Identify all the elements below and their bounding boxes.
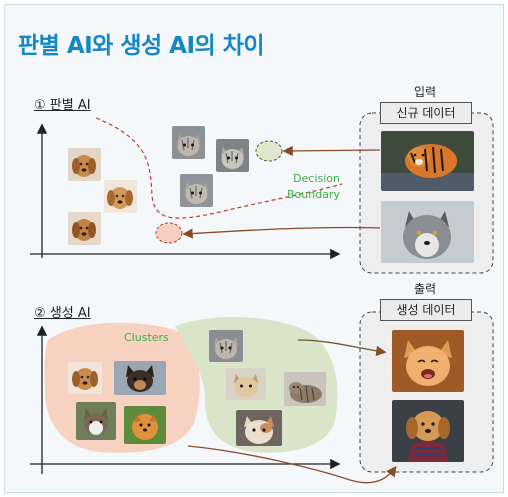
generative-section-label: ② 생성 AI [34,306,91,321]
wolf-arrow [182,226,381,239]
decision-boundary-label-line2: Boundary [287,188,340,201]
output-label: 출력 [414,282,437,296]
decision-boundary-label-line1: Decision [293,172,340,185]
kitten-photo [209,330,243,362]
wolf-photo [381,201,474,263]
tiger-photo [381,131,474,191]
puppy-photo [68,148,101,181]
input-label: 입력 [414,85,437,99]
tabby-cat-photo [284,372,326,406]
input-box: 신규 데이터 [380,102,472,124]
dog-class-marker [155,222,183,244]
generated-kitten-photo [392,330,464,392]
dog-output-arrow [187,445,397,484]
discriminative-section-label: ① 판별 AI [34,98,91,113]
chihuahua-photo [114,361,166,395]
decision-boundary [95,117,343,219]
pomeranian-photo [124,406,166,444]
page-title: 판별 AI와 생성 AI의 차이 [18,33,265,59]
kitten-photo [180,174,213,207]
cat-class-marker [255,140,283,162]
kitten-photo [226,368,266,400]
puppy-photo [68,212,101,245]
husky-puppy-photo [76,402,116,440]
kitten-photo [172,126,205,159]
kitten-photo [236,410,282,446]
cat-output-arrow [297,339,387,357]
puppy-photo [68,362,102,394]
clusters-label: Clusters [124,331,169,344]
kitten-photo [216,139,249,172]
puppy-photo [104,180,137,213]
generated-puppy-photo [392,400,464,462]
tiger-arrow [282,145,381,157]
output-box: 생성 데이터 [380,299,472,321]
